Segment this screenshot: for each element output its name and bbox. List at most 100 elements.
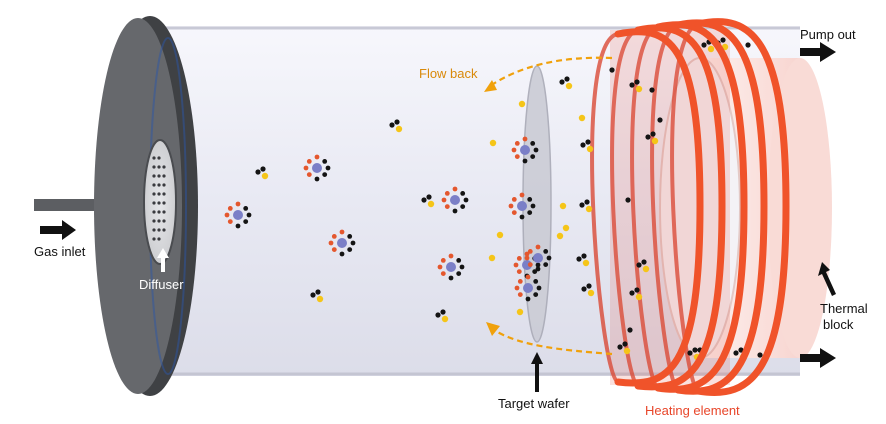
ligand-atom xyxy=(514,285,520,291)
diffuser-hole xyxy=(157,237,161,241)
diffuser-hole xyxy=(162,201,166,205)
atom xyxy=(720,37,726,43)
gas-molecule xyxy=(435,309,449,323)
ligand-atom xyxy=(322,159,328,164)
gas-molecule xyxy=(636,259,650,273)
metal-center xyxy=(233,210,243,220)
thermal-block-arrow-icon xyxy=(818,262,836,296)
ligand-atom xyxy=(460,191,466,196)
precursor-complex xyxy=(441,186,469,214)
metal-center xyxy=(523,283,533,293)
atom xyxy=(421,197,427,203)
diffuser-label: Diffuser xyxy=(139,277,184,292)
atom xyxy=(629,82,635,88)
ligand-atom xyxy=(437,264,443,270)
ligand-atom xyxy=(508,203,514,209)
atom xyxy=(585,205,593,213)
ligand-atom xyxy=(441,197,447,203)
ligand-atom xyxy=(448,275,454,281)
ligand-atom xyxy=(347,247,353,253)
atom xyxy=(255,169,261,175)
ligand-atom xyxy=(444,204,450,210)
metal-center xyxy=(520,145,530,155)
atom xyxy=(586,283,592,289)
gas-molecule xyxy=(389,119,403,133)
atom xyxy=(427,200,435,208)
gas-molecule xyxy=(310,289,324,303)
diffuser-hole xyxy=(157,165,161,169)
yellow-atom xyxy=(518,100,526,108)
metal-center xyxy=(446,262,456,272)
diffuser-hole xyxy=(162,183,166,187)
yellow-atom xyxy=(556,232,564,240)
ligand-atom xyxy=(516,269,522,274)
diffuser-hole xyxy=(152,201,156,205)
atom xyxy=(707,45,715,53)
precursor-complex xyxy=(224,201,252,229)
gas-molecule xyxy=(645,131,659,145)
ligand-atom xyxy=(440,271,446,276)
atom xyxy=(582,259,590,267)
ligand-atom xyxy=(314,154,320,160)
ligand-atom xyxy=(524,255,530,261)
ligand-atom xyxy=(530,154,536,160)
ligand-atom xyxy=(514,154,520,160)
flow-back-arrowhead-top xyxy=(484,80,497,92)
atom xyxy=(634,287,640,293)
yellow-atom xyxy=(559,202,567,210)
thermal-block-label-line1: Thermal xyxy=(820,301,868,316)
black-atom xyxy=(625,197,631,203)
ligand-atom xyxy=(524,251,530,257)
diffuser-hole xyxy=(157,210,161,214)
ligand-atom xyxy=(527,210,533,216)
ligand-atom xyxy=(246,212,252,218)
diffuser-arrow-icon xyxy=(157,248,169,272)
ligand-atom xyxy=(519,192,525,198)
atom xyxy=(565,82,573,90)
atom xyxy=(579,202,585,208)
ligand-atom xyxy=(543,249,549,254)
atom xyxy=(261,172,269,180)
diffuser-hole xyxy=(157,201,161,205)
diffuser-hole xyxy=(152,183,156,187)
diffuser-hole xyxy=(152,210,156,214)
atom xyxy=(435,312,441,318)
atom xyxy=(559,79,565,85)
atom xyxy=(580,142,586,148)
ligand-atom xyxy=(546,255,552,261)
heating-coil-front xyxy=(614,18,790,396)
precursor-complex xyxy=(303,154,331,182)
ligand-atom xyxy=(448,253,454,259)
precursor-complex xyxy=(437,253,465,281)
diffuser-hole xyxy=(162,210,166,214)
ligand-atom xyxy=(339,229,345,235)
gas-molecule xyxy=(421,194,435,208)
atom xyxy=(622,341,628,347)
ligand-atom xyxy=(452,186,458,192)
ligand-atom xyxy=(513,262,519,268)
atom xyxy=(584,199,590,205)
ligand-atom xyxy=(533,147,539,153)
ligand-atom xyxy=(235,201,241,207)
precursor-molecules xyxy=(224,37,763,361)
ligand-atom xyxy=(243,219,249,225)
yellow-atom xyxy=(516,308,524,316)
black-atom xyxy=(745,42,751,48)
atom xyxy=(315,289,321,295)
ligand-atom xyxy=(517,292,523,297)
diffuser-hole xyxy=(162,165,166,169)
atom xyxy=(564,76,570,82)
ligand-atom xyxy=(522,158,528,164)
ligand-atom xyxy=(306,159,312,164)
pump-out-arrow-icon xyxy=(800,42,836,62)
ligand-atom xyxy=(227,206,233,211)
target-wafer-label: Target wafer xyxy=(498,396,570,411)
diffuser-hole xyxy=(152,228,156,232)
gas-inlet-arrow-icon xyxy=(40,220,76,240)
atom xyxy=(586,145,594,153)
atom xyxy=(440,309,446,315)
atom xyxy=(441,315,449,323)
atom xyxy=(389,122,395,128)
ligand-atom xyxy=(535,266,541,272)
